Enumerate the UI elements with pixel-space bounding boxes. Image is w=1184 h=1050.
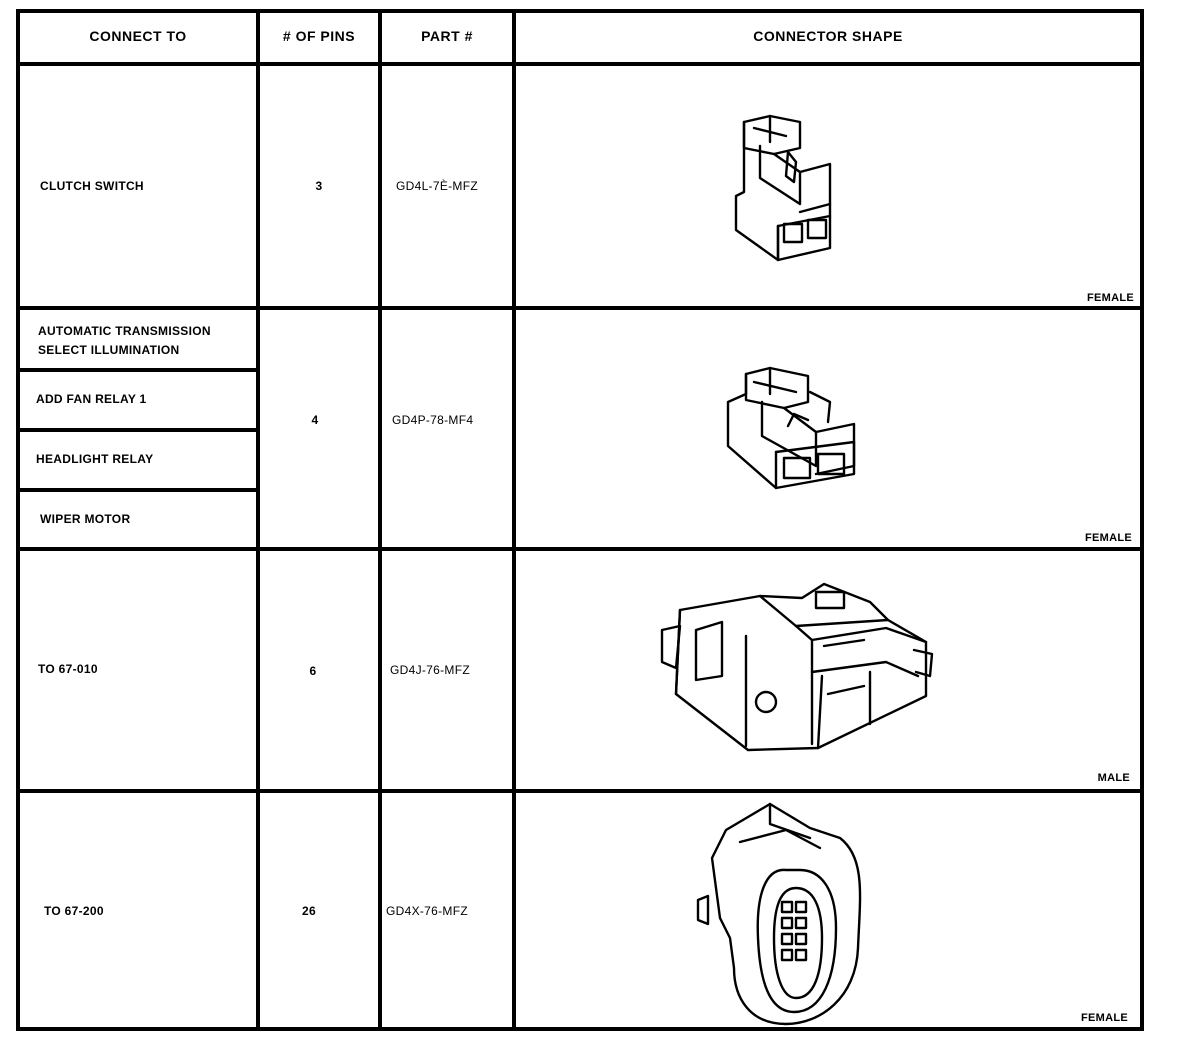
header-divider	[16, 62, 1144, 66]
connector-table	[16, 9, 1144, 1031]
26-pin-female-connector-icon	[696, 802, 862, 1026]
part-number: GD4P-78-MF4	[392, 413, 474, 427]
subrow-divider	[16, 368, 256, 372]
connect-to-label: TO 67-200	[44, 904, 104, 918]
pin-count: 4	[311, 413, 319, 427]
3-pin-female-connector-icon	[734, 114, 832, 262]
subrow-divider	[16, 428, 256, 432]
connector-gender: FEMALE	[1086, 292, 1134, 304]
pin-count: 3	[315, 179, 323, 193]
connect-to-label: ADD FAN RELAY 1	[36, 392, 147, 406]
connect-to-label: CLUTCH SWITCH	[40, 179, 144, 193]
4-pin-female-connector-icon	[726, 366, 856, 490]
pin-count: 26	[302, 904, 316, 918]
part-number: GD4J-76-MFZ	[390, 663, 470, 677]
connect-to-label: HEADLIGHT RELAY	[36, 452, 154, 466]
header-pins: # OF PINS	[282, 28, 356, 44]
row-divider	[16, 306, 1144, 310]
6-pin-male-connector-icon	[660, 582, 934, 752]
part-number: GD4L-7È-MFZ	[396, 179, 478, 193]
connector-gender: MALE	[1097, 772, 1130, 784]
row-divider	[16, 789, 1144, 793]
connect-to-label: WIPER MOTOR	[40, 512, 131, 526]
header-connect-to: CONNECT TO	[89, 28, 187, 44]
column-divider	[256, 9, 260, 1031]
header-part: PART #	[421, 28, 473, 44]
pin-count: 6	[309, 664, 317, 678]
header-shape: CONNECTOR SHAPE	[753, 28, 903, 44]
connect-to-label: TO 67-010	[38, 662, 98, 676]
row-divider	[16, 547, 1144, 551]
part-number: GD4X-76-MFZ	[386, 904, 468, 918]
column-divider	[512, 9, 516, 1031]
subrow-divider	[16, 488, 256, 492]
column-divider	[378, 9, 382, 1031]
connector-gender: FEMALE	[1084, 532, 1132, 544]
connect-to-label: AUTOMATIC TRANSMISSION SELECT ILLUMINATI…	[38, 324, 211, 357]
connector-gender: FEMALE	[1080, 1012, 1128, 1024]
